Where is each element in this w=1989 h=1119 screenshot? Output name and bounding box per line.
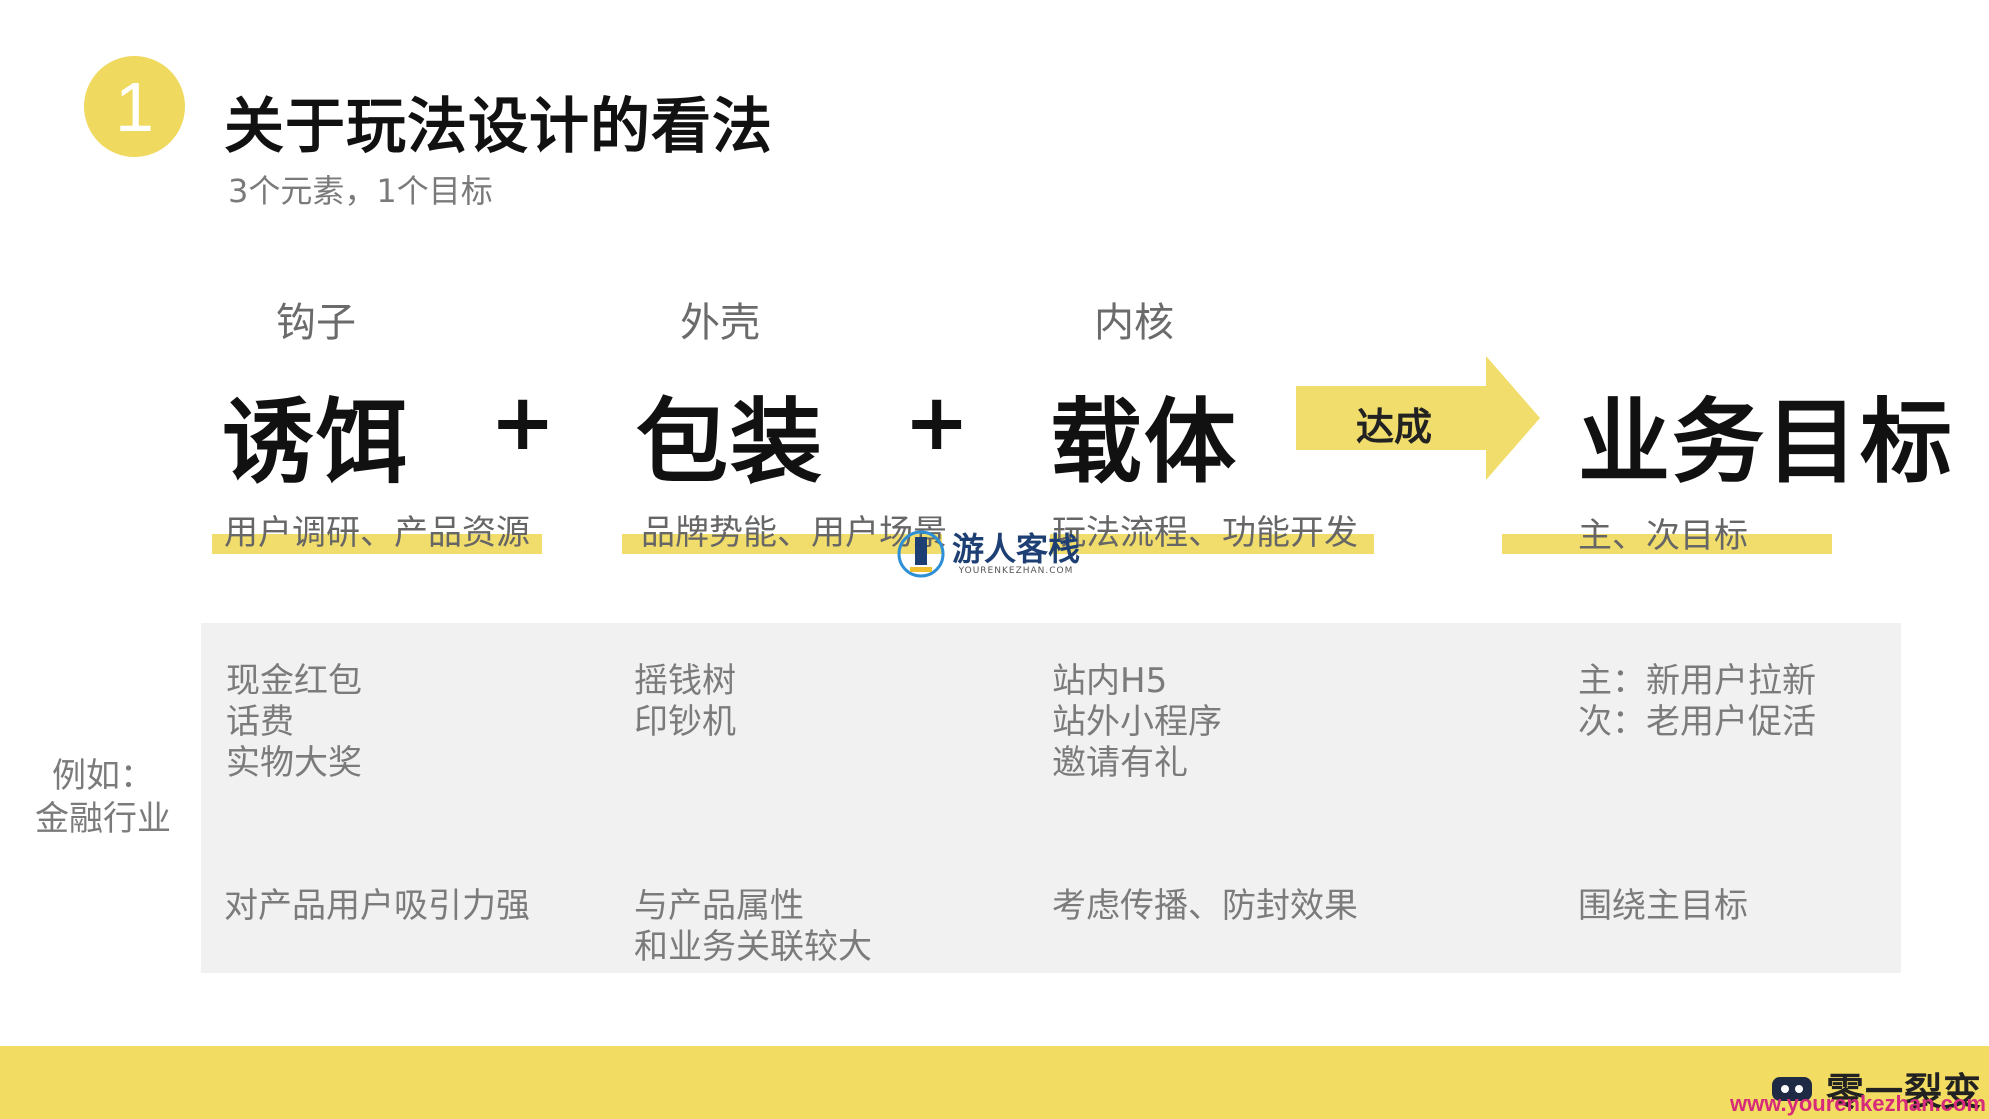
highlight-bar: [1502, 534, 1832, 554]
robot-icon: [1772, 1076, 1812, 1101]
list-item: 印钞机: [634, 702, 736, 742]
arrow-label: 达成: [1356, 405, 1433, 449]
watermark: 游人客栈 YOURENKEZHAN.COM: [896, 529, 1080, 579]
brand-logo: 零一裂变: [1770, 1061, 1982, 1116]
business-goal: 业务目标: [1578, 389, 1955, 496]
examples-bait: 现金红包 话费 实物大奖: [226, 661, 362, 784]
footer-bar: [0, 1046, 1989, 1119]
note-packaging: 与产品属性 和业务关联较大: [634, 886, 872, 967]
highlight-bar: [622, 534, 942, 554]
plus-operator-2: +: [904, 378, 970, 468]
examples-goal: 主：新用户拉新 次：老用户促活: [1578, 661, 1816, 743]
element-carrier: 载体: [1050, 389, 1239, 496]
plus-operator-1: +: [490, 378, 556, 468]
desc-packaging: 品牌势能、用户场景: [641, 513, 947, 553]
list-item: 站外小程序: [1052, 702, 1222, 742]
list-item: 站内H5: [1052, 661, 1168, 701]
page-title: 关于玩法设计的看法: [224, 92, 773, 162]
list-item: 话费: [226, 702, 294, 742]
list-item: 邀请有礼: [1052, 743, 1188, 783]
highlight-bar: [212, 534, 542, 554]
list-item: 次：老用户促活: [1578, 702, 1816, 742]
examples-panel: [201, 623, 1901, 973]
arrow-right-icon: [1296, 356, 1540, 480]
category-label-core: 内核: [1094, 300, 1174, 346]
list-item: 实物大奖: [226, 743, 362, 783]
category-label-hook: 钩子: [276, 300, 356, 346]
example-label: 例如： 金融行业: [35, 756, 171, 839]
brand-title: 零一裂变: [1826, 1070, 1983, 1114]
highlight-bar: [1050, 534, 1374, 554]
note-goal: 围绕主目标: [1578, 886, 1748, 926]
list-item: 现金红包: [226, 661, 362, 701]
desc-goal: 主、次目标: [1578, 516, 1748, 556]
desc-carrier: 玩法流程、功能开发: [1052, 513, 1358, 553]
desc-bait: 用户调研、产品资源: [224, 513, 530, 553]
list-item: 主：新用户拉新: [1578, 661, 1816, 701]
brand-url: www.yourenkezhan.com: [1730, 1091, 1986, 1116]
list-item: 摇钱树: [634, 661, 736, 701]
page-subtitle: 3个元素，1个目标: [228, 172, 493, 210]
note-carrier: 考虑传播、防封效果: [1052, 886, 1358, 926]
examples-packaging: 摇钱树 印钞机: [634, 661, 736, 743]
element-packaging: 包装: [636, 389, 825, 496]
examples-carrier: 站内H5 站外小程序 邀请有礼: [1052, 661, 1222, 784]
watermark-title: 游人客栈: [952, 530, 1081, 568]
watermark-logo-icon: [896, 529, 946, 579]
section-number-badge: 1: [84, 56, 185, 157]
element-bait: 诱饵: [222, 389, 411, 496]
category-label-shell: 外壳: [680, 300, 760, 346]
note-bait: 对产品用户吸引力强: [224, 886, 530, 926]
watermark-subtitle: YOURENKEZHAN.COM: [958, 566, 1074, 576]
